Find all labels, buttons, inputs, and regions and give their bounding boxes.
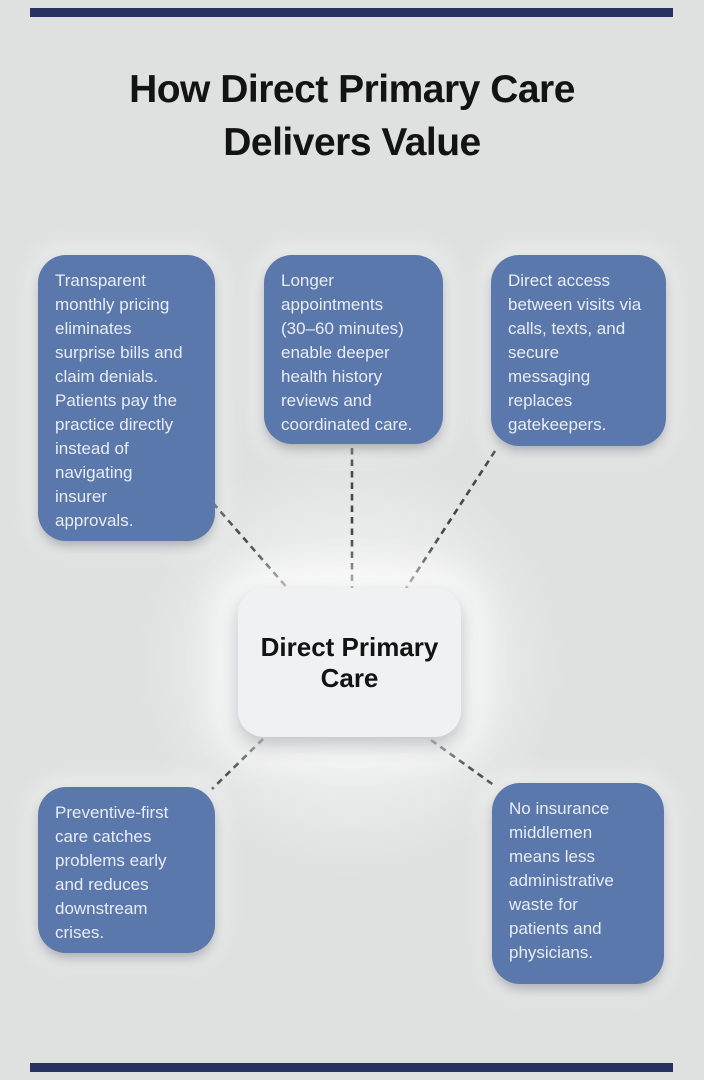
node-access: Direct access between visits via calls, … [491,255,666,446]
bottom-accent-bar [30,1063,673,1072]
connector-access [403,450,497,591]
node-appointments: Longer appointments (30–60 minutes) enab… [264,255,443,444]
page-title: How Direct Primary Care Delivers Value [129,68,575,164]
node-preventive: Preventive-first care catches problems e… [38,787,215,953]
node-insurance: No insurance middlemen means less admini… [492,783,664,984]
connector-insurance [430,738,496,788]
connector-pricing [212,502,290,591]
top-accent-bar [30,8,673,17]
connector-preventive [211,738,264,790]
center-node: Direct Primary Care [238,588,461,737]
node-pricing: Transparent monthly pricing eliminates s… [38,255,215,541]
